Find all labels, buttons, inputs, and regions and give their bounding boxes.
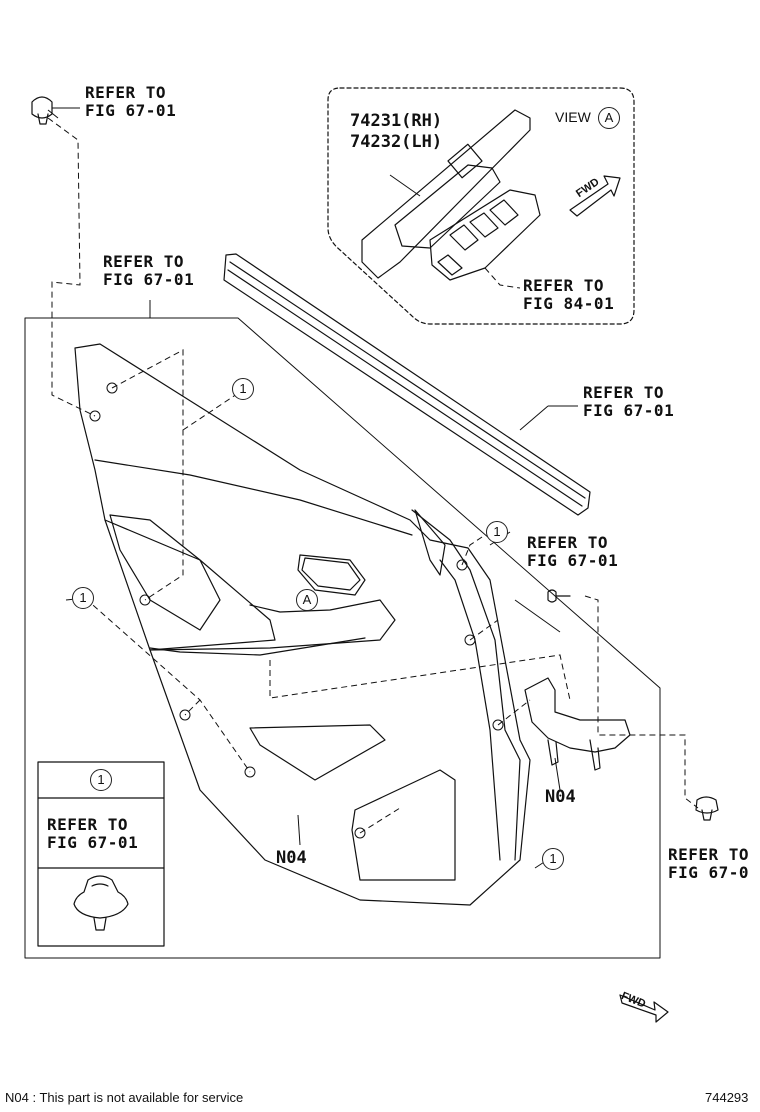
refer-screw-line2: FIG 67-01	[527, 551, 619, 570]
view-label: VIEW	[555, 109, 591, 125]
clip-top-left	[31, 96, 53, 119]
door-trim-panel	[74, 343, 531, 906]
screw	[547, 589, 571, 603]
refer-top-left-line2: FIG 67-01	[85, 101, 177, 120]
assembly-frame	[24, 317, 661, 959]
refer-weatherstrip-line1: REFER TO	[583, 383, 665, 402]
refer-switch-line1: REFER TO	[523, 276, 605, 295]
refer-switch-line2: FIG 84-01	[523, 294, 615, 313]
clip-legend-box	[37, 761, 165, 947]
callout-1-legend: 1	[90, 769, 112, 791]
switch-bezel	[361, 109, 531, 279]
window-switch	[429, 189, 541, 281]
callout-1-lower: 1	[542, 848, 564, 870]
callout-1-left: 1	[72, 587, 94, 609]
refer-weatherstrip-line2: FIG 67-01	[583, 401, 675, 420]
clip-icon	[73, 875, 129, 919]
belt-weatherstrip	[223, 253, 591, 516]
part-number-rh[interactable]: 74231(RH)	[350, 111, 443, 131]
refer-screw-line1: REFER TO	[527, 533, 609, 552]
refer-right-clip-line2: FIG 67-0	[668, 863, 750, 882]
view-a-frame	[327, 87, 635, 325]
refer-upper-left-line2: FIG 67-01	[103, 270, 195, 289]
refer-upper-left-line1: REFER TO	[103, 252, 185, 271]
callout-1-rib: 1	[486, 521, 508, 543]
callout-1-upper: 1	[232, 378, 254, 400]
fwd-arrow-bottom	[619, 994, 669, 1023]
part-number-lh[interactable]: 74232(LH)	[350, 132, 443, 152]
refer-legend-line2: FIG 67-01	[47, 833, 139, 852]
refer-legend-line1: REFER TO	[47, 815, 129, 834]
diagram-id: 744293	[705, 1090, 749, 1105]
n04-label-panel: N04	[276, 848, 307, 868]
clip-right	[695, 796, 719, 814]
refer-top-left-line1: REFER TO	[85, 83, 167, 102]
n04-label-handle: N04	[545, 787, 576, 807]
inside-handle	[524, 677, 631, 753]
view-a-circle: A	[598, 107, 620, 129]
refer-right-clip-line1: REFER TO	[668, 845, 750, 864]
fwd-arrow-top	[569, 175, 621, 217]
footnote: N04 : This part is not available for ser…	[5, 1090, 244, 1105]
view-a-marker: A	[296, 589, 318, 611]
